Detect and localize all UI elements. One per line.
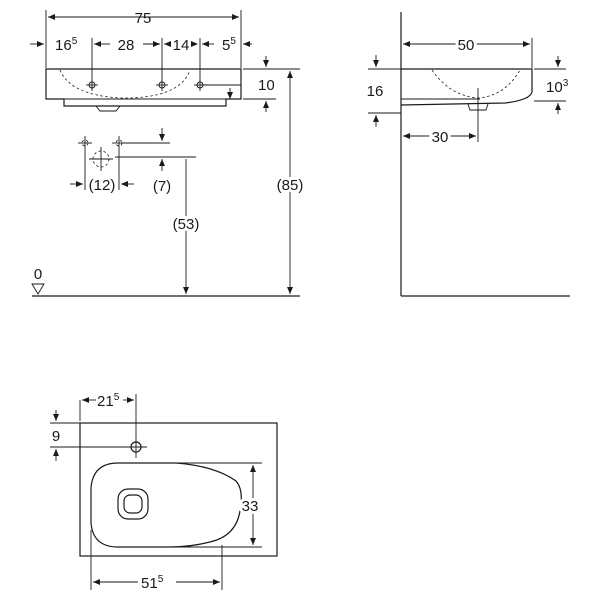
drain-outlet: [95, 105, 121, 112]
basin-front-outline: [45, 68, 242, 107]
tap-hole-marker: [156, 79, 168, 91]
basin-side-outline: [400, 68, 533, 106]
dim-height: 16: [367, 83, 384, 100]
drain-inner: [123, 494, 143, 514]
dim-seg2: 28: [118, 37, 135, 54]
top-view: 215 9 33 515: [50, 392, 278, 592]
dim-drain-offset: 30: [432, 129, 449, 146]
dim-seg3: 14: [173, 37, 190, 54]
supply-symbol-left: [78, 136, 92, 150]
tap-hole-marker: [86, 79, 98, 91]
dim-overall-width: 75: [135, 10, 152, 27]
floor-level-label: 0: [34, 266, 42, 283]
floor-level-symbol: [31, 283, 45, 295]
waste-symbol: [89, 147, 113, 171]
dim-total-height: (85): [277, 177, 304, 194]
bowl-outline: [90, 462, 242, 548]
dim-tap-from-back: 9: [52, 428, 60, 445]
bowl-hidden-line: [59, 69, 191, 99]
dim-tap-offset: (7): [153, 178, 171, 195]
dim-rim: 103: [546, 78, 569, 96]
dim-rim-height: 10: [258, 77, 275, 94]
dim-depth: 50: [458, 37, 475, 54]
side-view: 50 16 103 30: [367, 12, 570, 297]
dim-supply-height: (53): [173, 216, 200, 233]
dim-seg1: 165: [55, 36, 78, 54]
basin-top-outline: [79, 422, 278, 557]
drain-outer: [117, 488, 149, 520]
bowl-hidden-line-side: [431, 69, 521, 99]
dim-tap-spacing: (12): [89, 177, 116, 194]
dim-bowl-width: 515: [141, 574, 164, 592]
front-view: 75 165 28 14 55: [30, 10, 306, 297]
dim-seg4: 55: [222, 36, 236, 54]
dim-bowl-depth: 33: [242, 498, 259, 515]
dim-tap-from-left: 215: [97, 392, 120, 410]
